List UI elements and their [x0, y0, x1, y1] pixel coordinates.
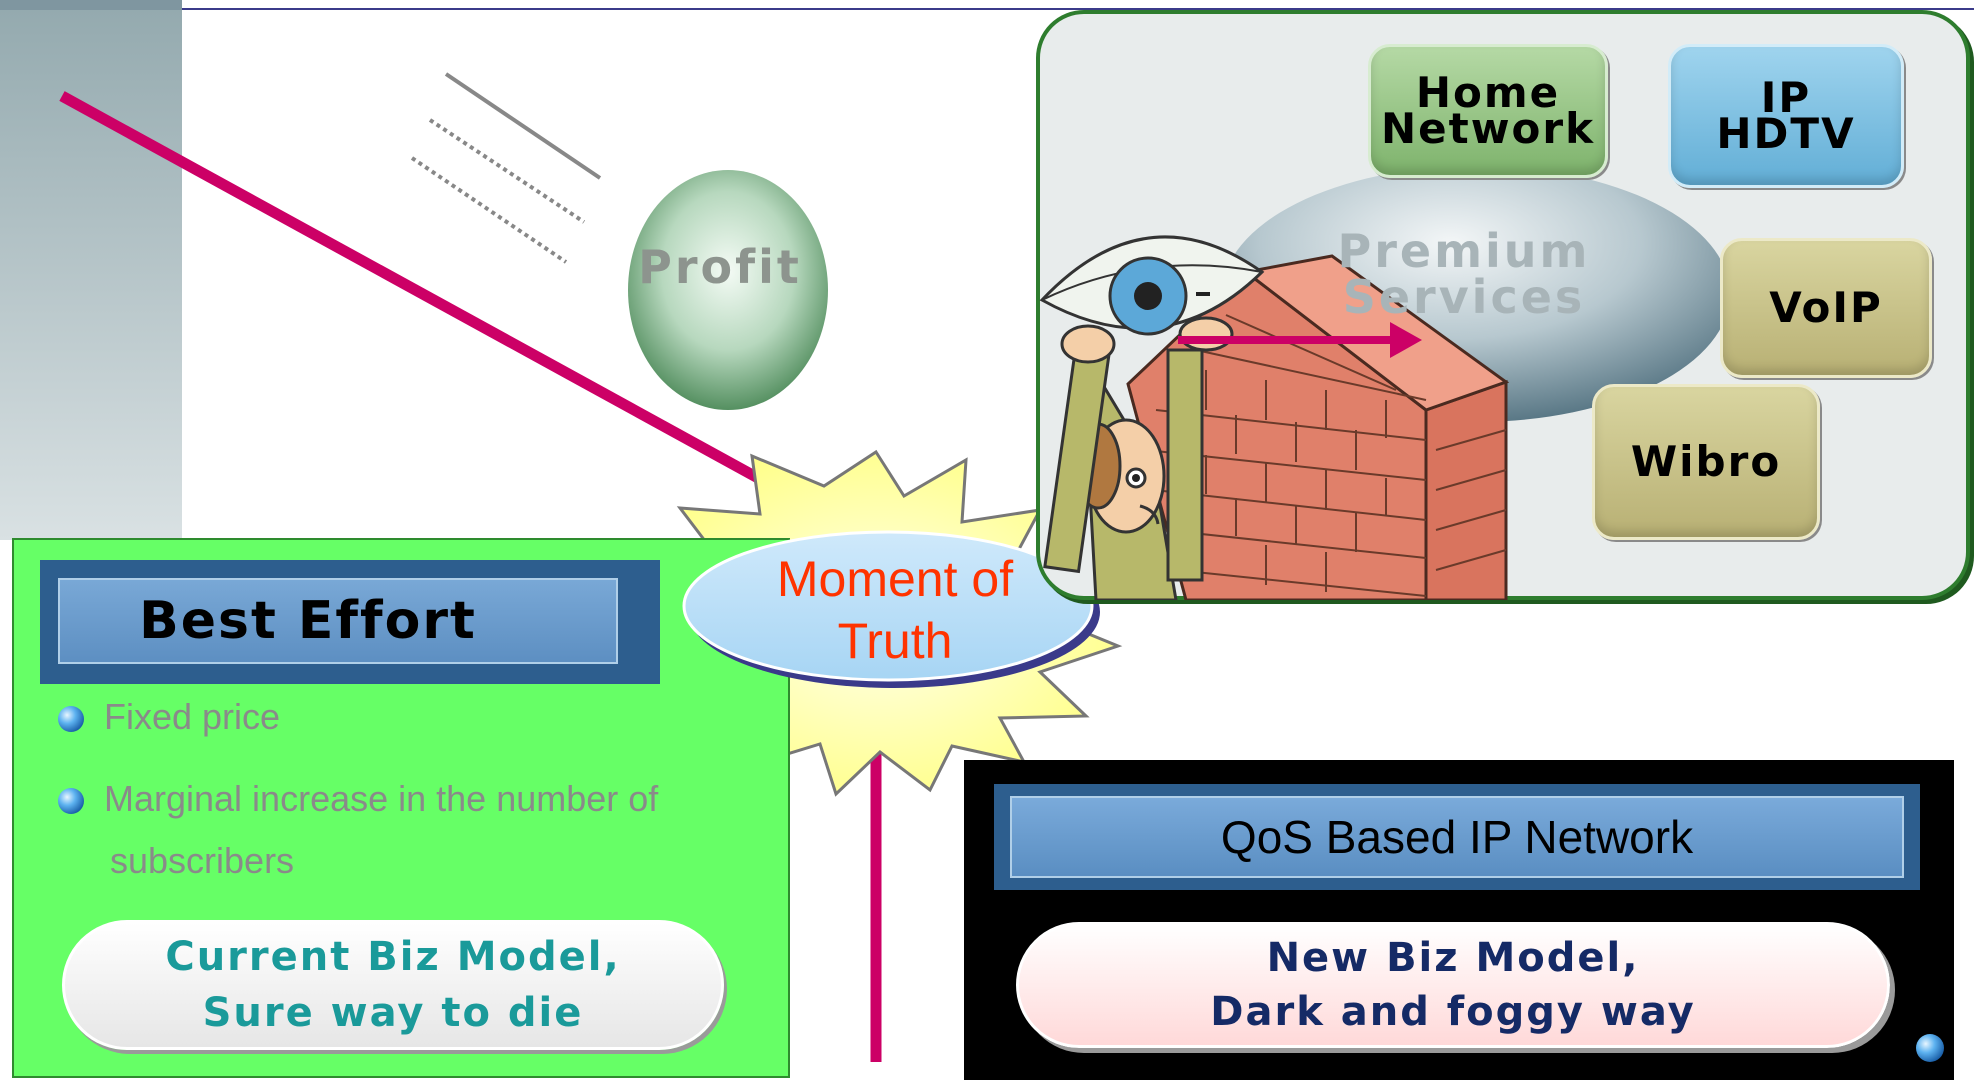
left-side-strip: [0, 0, 182, 540]
moment-ellipse: [682, 530, 1094, 682]
qos-title: QoS Based IP Network: [1010, 796, 1904, 878]
profit-egg: [628, 170, 828, 410]
new-biz-model-pill: New Biz Model, Dark and foggy way: [1016, 922, 1890, 1048]
service-voip: VoIP: [1720, 238, 1932, 378]
bullet-text: Marginal increase in the number of: [104, 778, 659, 819]
moment-line2: Truth: [837, 613, 953, 669]
service-ip-hdtv: IP HDTV: [1668, 44, 1904, 188]
new-biz-model-line2: Dark and foggy way: [1210, 989, 1696, 1035]
new-biz-model-line1: New Biz Model,: [1266, 935, 1640, 981]
premium-services-label: Premium Services: [1314, 228, 1614, 320]
premium-illustration: [1039, 166, 1730, 600]
service-iptv-line2: HDTV: [1716, 109, 1856, 158]
service-iptv-line1: IP: [1760, 73, 1812, 122]
premium-line2: Services: [1342, 270, 1586, 324]
declining-trend-line: [59, 91, 823, 517]
service-home-line1: Home: [1415, 68, 1561, 117]
bullet-text: Fixed price: [104, 696, 281, 737]
best-effort-title: Best Effort: [58, 578, 618, 664]
bullet-text-continued: subscribers: [110, 840, 295, 881]
arrow-icon: [1178, 322, 1422, 358]
person-illustration: [1043, 347, 1204, 600]
profit-label: Profit: [638, 240, 802, 294]
globe-icon: [1916, 1034, 1944, 1062]
premium-line1: Premium: [1337, 224, 1591, 278]
current-biz-model-pill: Current Biz Model, Sure way to die: [62, 920, 724, 1050]
service-home-line2: Network: [1380, 104, 1595, 153]
current-biz-model-line2: Sure way to die: [202, 990, 584, 1036]
motion-lines: [410, 72, 602, 264]
moment-ellipse-graphic: [682, 530, 1100, 688]
service-voip-label: VoIP: [1769, 283, 1883, 332]
service-home-network: Home Network: [1368, 44, 1608, 178]
moment-of-truth-label: Moment of Truth: [760, 548, 1030, 672]
service-wibro: Wibro: [1592, 384, 1820, 540]
current-biz-model-line1: Current Biz Model,: [165, 934, 621, 980]
bullet-globe-icon: [58, 788, 84, 814]
bullet-globe-icon: [58, 706, 84, 732]
service-wibro-label: Wibro: [1630, 437, 1782, 486]
moment-line1: Moment of: [776, 551, 1014, 607]
